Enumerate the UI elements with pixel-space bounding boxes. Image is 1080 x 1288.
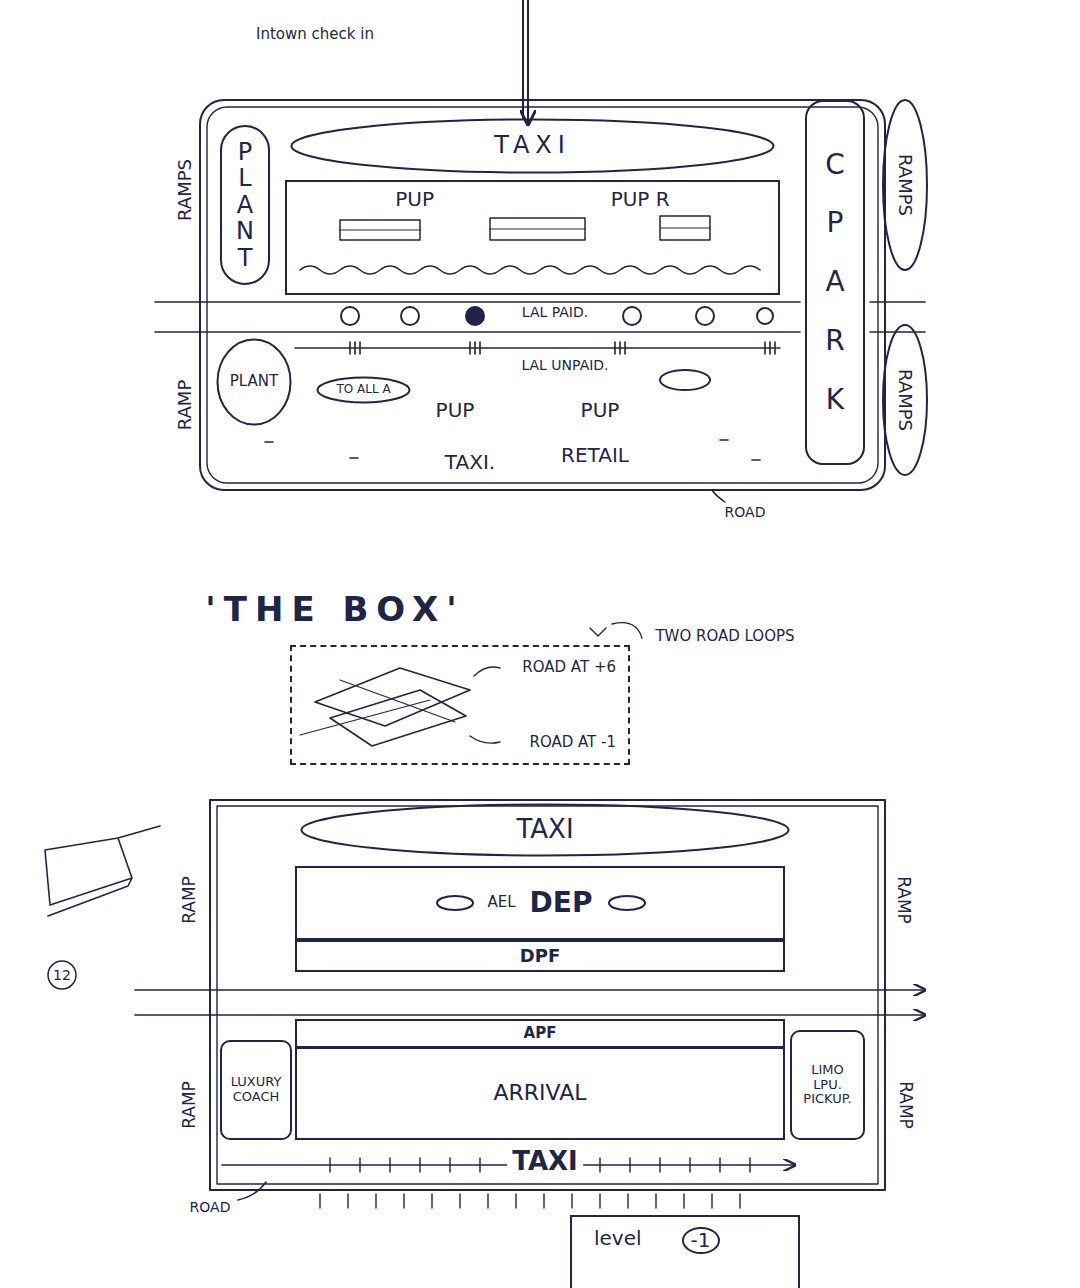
coach-bay: LUXURY COACH: [220, 1040, 292, 1140]
ramp-label: RAMPS: [895, 154, 916, 216]
level-note: level -1: [570, 1215, 800, 1288]
taxi-road-label: TAXI: [507, 1147, 583, 1177]
node-text: ROAD AT -1: [529, 734, 616, 751]
node-text: APF: [524, 1025, 557, 1042]
node-text: PUP R: [611, 188, 670, 211]
scribble-oval: [660, 370, 710, 390]
zone-label: LAL UNPAID.: [521, 357, 608, 373]
node-text: ARRIVAL: [493, 1080, 586, 1105]
ramp-label: RAMPS: [175, 159, 196, 221]
callout-circle: [48, 961, 76, 989]
leader-line: [590, 623, 642, 638]
node-text: LIMO LPU. PICKUP.: [798, 1063, 857, 1108]
leader-line: [712, 490, 725, 502]
node-text: ROAD AT +6: [522, 659, 616, 676]
scribble-oval: [609, 896, 645, 910]
road-line: [155, 301, 925, 303]
road-label: ROAD: [725, 504, 766, 520]
zone-label: PUP: [581, 399, 620, 422]
bay-circle: [466, 307, 484, 325]
node-text: -1: [682, 1227, 720, 1254]
bay-circle: [341, 307, 359, 325]
departure-box: AEL DEP: [295, 866, 785, 940]
ramp-label: RAMP: [180, 1081, 200, 1129]
kerb-band: APF: [295, 1019, 785, 1048]
leader-line: [474, 667, 500, 676]
oval-outline: [292, 120, 774, 173]
road-line: [135, 989, 925, 991]
node-text: TAXI: [494, 132, 571, 160]
zone-label: LAL PAID.: [522, 304, 588, 320]
side-sketch: [45, 826, 160, 916]
node-text: PLANT: [233, 139, 257, 271]
box-frame: [210, 800, 885, 1190]
zone-label: RETAIL: [561, 444, 629, 467]
node-text: AEL: [488, 894, 516, 911]
zone-label: TAXI.: [445, 451, 495, 474]
arrival-box: ARRIVAL: [295, 1046, 785, 1140]
oval-outline: [302, 805, 789, 856]
bay-circle: [696, 307, 714, 325]
ramp-outline: [883, 325, 927, 475]
ramp-label: RAMP: [895, 1081, 915, 1129]
leader-line: [470, 736, 500, 743]
bay-circle: [623, 307, 641, 325]
road-line: [135, 1014, 925, 1016]
node-text: TO ALL A: [336, 383, 390, 397]
taxi-rank-oval: TAXI: [300, 803, 790, 857]
handwritten-note: TWO ROAD LOOPS: [655, 628, 794, 645]
ramp-label: RAMP: [180, 876, 200, 924]
access-oval: TO ALL A: [316, 376, 411, 404]
site-frame-inner: [207, 107, 878, 483]
oval-outline: [318, 378, 410, 403]
road-ticks: [320, 1194, 740, 1208]
taxi-rank-oval: TAXI: [290, 118, 775, 174]
zone-label: PUP: [436, 399, 475, 422]
node-text: DPF: [520, 946, 560, 967]
road-loop-plane: [315, 668, 470, 726]
node-text: PLANT: [230, 373, 278, 390]
leader-line: [238, 1182, 266, 1200]
limo-bay: LIMO LPU. PICKUP.: [790, 1030, 865, 1140]
sketch-title: 'THE BOX': [205, 590, 464, 629]
road-line: [155, 331, 925, 333]
callout-number: 12: [53, 967, 71, 983]
plant-zone: PLANT: [220, 125, 270, 285]
road-label: ROAD: [190, 1199, 231, 1215]
car-park-strip: CPARK: [805, 100, 865, 465]
pickup-zone: PUP PUP R: [285, 180, 780, 295]
check-in-arrow: [527, 0, 529, 124]
scribble-oval: [437, 896, 473, 910]
ramp-label: RAMP: [893, 876, 913, 924]
stand-line: [340, 228, 710, 230]
node-text: PUP: [395, 188, 434, 211]
dash-mark: [265, 440, 760, 460]
bay-circle: [757, 308, 773, 324]
road-loop-inset: ROAD AT +6 ROAD AT -1: [290, 645, 630, 765]
road-line: [300, 680, 455, 735]
node-text: LUXURY COACH: [228, 1075, 284, 1105]
ramp-label: RAMP: [175, 380, 196, 430]
node-text: level: [594, 1227, 642, 1250]
kerb-line: [295, 342, 780, 354]
bay-circle: [401, 307, 419, 325]
plant-oval: PLANT: [216, 338, 292, 426]
box-frame-inner: [217, 806, 878, 1184]
node-text: DEP: [530, 887, 593, 919]
wavy-edge: [300, 266, 760, 274]
oval-outline: [218, 340, 291, 425]
handwritten-note: Intown check in: [256, 26, 374, 43]
node-text: TAXI: [516, 815, 573, 845]
ramp-outline: [883, 100, 927, 270]
ramp-label: RAMPS: [895, 369, 916, 431]
linework-group: [45, 0, 927, 1208]
node-text: CPARK: [821, 136, 849, 430]
kerb-band: DPF: [295, 940, 785, 973]
site-frame: [200, 100, 885, 490]
